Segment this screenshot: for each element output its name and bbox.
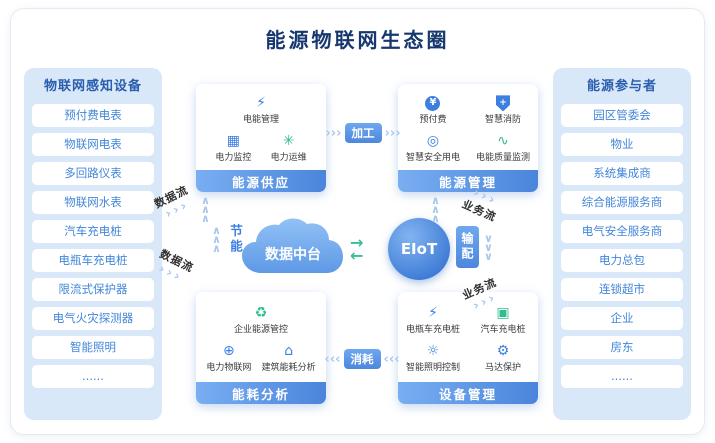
prepaid-icon: ¥ [425, 95, 441, 111]
participant-item: 园区管委会 [561, 104, 683, 127]
participant-item: 综合能源服务商 [561, 191, 683, 214]
eiot-circle: EIoT [388, 218, 450, 280]
participant-item: 电力总包 [561, 249, 683, 272]
maintenance-icon: ✳ [282, 132, 295, 149]
feature-motor-protection: ⚙ 马达保护 [484, 343, 521, 374]
feature-enterprise-energy-control: ♻ 企业能源管控 [233, 304, 288, 335]
flow-processing: ››› 加工 ››› [325, 123, 401, 143]
participant-item: 物业 [561, 133, 683, 156]
flow-distribution: 输配 ∨∨∨ [456, 226, 493, 268]
participant-item: 系统集成商 [561, 162, 683, 185]
module-energy-analysis: ♻ 企业能源管控 ⊕ 电力物联网 ⌂ 建筑能耗分析 能耗分析 [196, 292, 326, 404]
device-item: 多回路仪表 [32, 162, 154, 185]
module-energy-management: ¥ 预付费 + 智慧消防 ◎ 智慧安全用电 ∿ 电能质量监测 能源管理 [398, 84, 538, 192]
flow-energy-saving: ∧∧∧ 节能 [212, 224, 245, 255]
participant-item-more: ...... [561, 365, 683, 388]
waveform-icon: ∿ [497, 132, 509, 149]
participant-item: 电气安全服务商 [561, 220, 683, 243]
energy-meter-icon: ⚡ [256, 95, 266, 112]
right-panel-header: 能源参与者 [586, 79, 657, 94]
building-icon: ⌂ [284, 343, 294, 360]
shield-icon: + [495, 95, 510, 112]
left-panel: 物联网感知设备 预付费电表 物联网电表 多回路仪表 物联网水表 汽车充电桩 电瓶… [24, 68, 162, 420]
gear-icon: ⚙ [496, 343, 510, 360]
feature-power-quality: ∿ 电能质量监测 [475, 132, 530, 163]
cloud-label: 数据中台 [265, 246, 321, 263]
device-item: 物联网水表 [32, 191, 154, 214]
flow-consumption: ‹‹‹ 消耗 ‹‹‹ [322, 349, 402, 369]
monitor-icon: ▦ [226, 132, 240, 149]
left-panel-header: 物联网感知设备 [43, 79, 142, 94]
device-item: 汽车充电桩 [32, 220, 154, 243]
module-label-energy-management: 能源管理 [398, 170, 538, 192]
feature-prepaid: ¥ 预付费 [419, 95, 447, 125]
device-item-more: ...... [32, 365, 154, 388]
socket-icon: ◎ [426, 132, 440, 149]
up-chevrons-icon: ∧∧∧ [431, 194, 440, 225]
module-label-energy-analysis: 能耗分析 [196, 382, 326, 404]
left-chevrons-icon: ‹‹‹ [383, 351, 400, 367]
car-charger-icon: ▣ [496, 304, 510, 321]
participant-item: 连锁超市 [561, 278, 683, 301]
left-chevrons-icon: ‹‹‹ [324, 351, 341, 367]
data-platform-cloud: 数据中台 [242, 218, 343, 273]
device-item: 智能照明 [32, 336, 154, 359]
globe-icon: ⊕ [222, 343, 235, 360]
feature-building-energy: ⌂ 建筑能耗分析 [261, 343, 316, 374]
device-item: 物联网电表 [32, 133, 154, 156]
eiot-label: EIoT [400, 240, 438, 258]
feature-power-maintenance: ✳ 电力运维 [270, 132, 307, 163]
feature-car-charger: ▣ 汽车充电桩 [480, 304, 526, 335]
module-energy-supply: ⚡ 电能管理 ▦ 电力监控 ✳ 电力运维 能源供应 [196, 84, 326, 192]
up-chevrons-icon: ∧∧∧ [201, 194, 210, 225]
device-item: 电气火灾探测器 [32, 307, 154, 330]
module-device-management: ⚡ 电瓶车充电桩 ▣ 汽车充电桩 ☼ 智能照明控制 ⚙ 马达保护 设备管理 [398, 292, 538, 404]
distribution-label: 输配 [456, 226, 479, 268]
down-chevrons-icon: ∨∨∨ [484, 231, 493, 263]
participant-item: 房东 [561, 336, 683, 359]
exchange-arrows-icon: → ← [350, 233, 364, 265]
device-item: 电瓶车充电桩 [32, 249, 154, 272]
right-panel: 能源参与者 园区管委会 物业 系统集成商 综合能源服务商 电气安全服务商 电力总… [553, 68, 691, 420]
feature-safe-power: ◎ 智慧安全用电 [405, 132, 460, 163]
module-label-energy-supply: 能源供应 [196, 170, 326, 192]
participant-item: 企业 [561, 307, 683, 330]
lighting-icon: ☼ [426, 343, 440, 360]
up-chevrons-icon: ∧∧∧ [212, 224, 221, 255]
right-chevrons-icon: ››› [384, 125, 401, 141]
device-item: 预付费电表 [32, 104, 154, 127]
feature-power-monitoring: ▦ 电力监控 [215, 132, 252, 163]
feature-smart-fire: + 智慧消防 [485, 95, 521, 125]
feature-energy-management: ⚡ 电能管理 [242, 95, 279, 126]
module-label-device-management: 设备管理 [398, 382, 538, 404]
feature-ebike-charger: ⚡ 电瓶车充电桩 [405, 304, 460, 335]
right-chevrons-icon: ››› [325, 125, 342, 141]
ebike-charger-icon: ⚡ [428, 304, 438, 321]
energy-saving-label: 节能 [227, 224, 243, 255]
device-item: 限流式保护器 [32, 278, 154, 301]
recycle-icon: ♻ [254, 304, 268, 321]
page-title: 能源物联网生态圈 [265, 28, 450, 52]
feature-power-iot: ⊕ 电力物联网 [206, 343, 252, 374]
feature-smart-lighting: ☼ 智能照明控制 [405, 343, 460, 374]
